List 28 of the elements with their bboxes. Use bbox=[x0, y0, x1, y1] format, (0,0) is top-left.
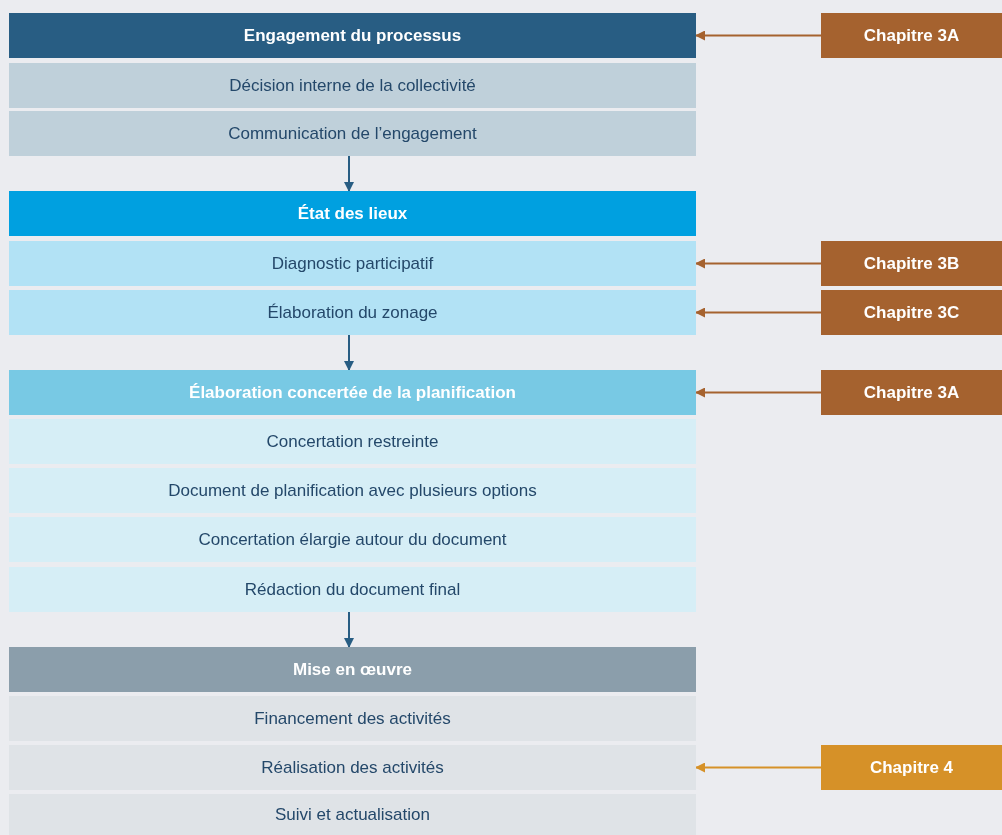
arrow bbox=[344, 155, 354, 192]
phase-header: Engagement du processus bbox=[9, 13, 696, 58]
step-box: Concertation restreinte bbox=[9, 419, 696, 464]
step-box: Élaboration du zonage bbox=[9, 290, 696, 335]
arrow bbox=[344, 611, 354, 648]
phase-header: Mise en œuvre bbox=[9, 647, 696, 692]
chapter-box: Chapitre 3C bbox=[821, 290, 1002, 335]
arrow bbox=[344, 334, 354, 371]
arrow bbox=[695, 387, 822, 398]
arrow bbox=[695, 307, 822, 318]
chapter-box: Chapitre 3A bbox=[821, 370, 1002, 415]
chapter-box: Chapitre 4 bbox=[821, 745, 1002, 790]
step-box: Rédaction du document final bbox=[9, 567, 696, 612]
step-box: Suivi et actualisation bbox=[9, 794, 696, 835]
phase-header: État des lieux bbox=[9, 191, 696, 236]
phase-header: Élaboration concertée de la planification bbox=[9, 370, 696, 415]
step-box: Diagnostic participatif bbox=[9, 241, 696, 286]
step-box: Document de planification avec plusieurs options bbox=[9, 468, 696, 513]
step-box: Décision interne de la collectivité bbox=[9, 63, 696, 108]
arrow bbox=[695, 258, 822, 269]
chapter-box: Chapitre 3A bbox=[821, 13, 1002, 58]
arrow bbox=[695, 762, 822, 773]
step-box: Communication de l’engagement bbox=[9, 111, 696, 156]
step-box: Concertation élargie autour du document bbox=[9, 517, 696, 562]
arrow bbox=[695, 30, 822, 41]
step-box: Financement des activités bbox=[9, 696, 696, 741]
step-box: Réalisation des activités bbox=[9, 745, 696, 790]
chapter-box: Chapitre 3B bbox=[821, 241, 1002, 286]
